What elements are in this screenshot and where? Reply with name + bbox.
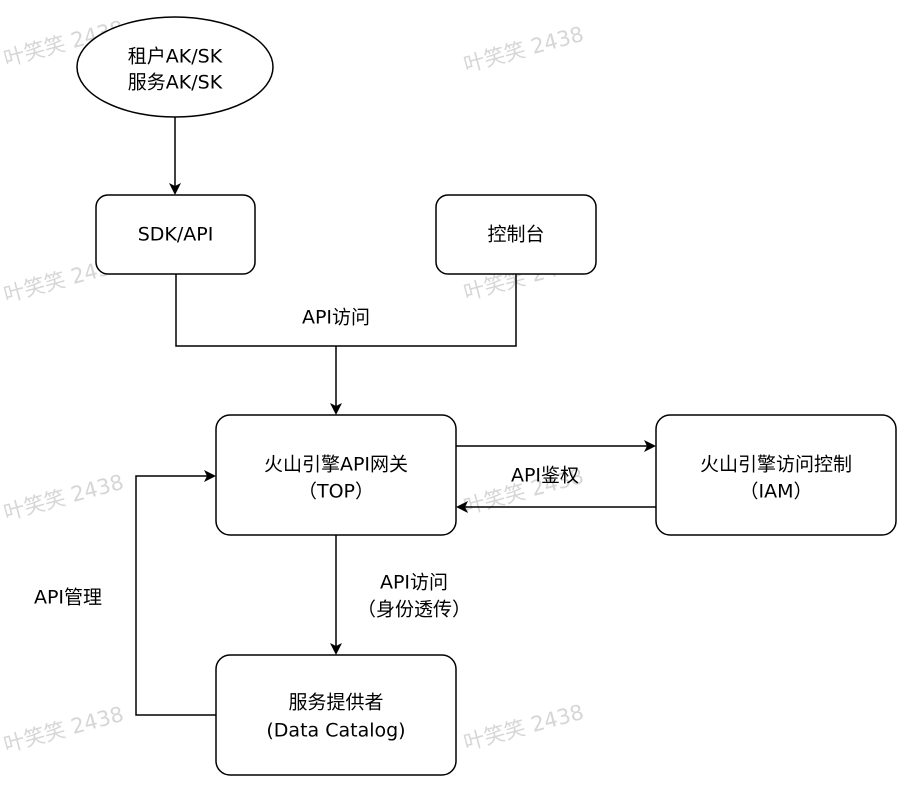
sdk-console-merge-line xyxy=(175,274,517,347)
api-access-bottom-label-line2: （身份透传） xyxy=(357,599,471,621)
provider-to-gateway-arrow xyxy=(135,470,216,716)
api-auth-label: API鉴权 xyxy=(511,465,579,487)
provider-line2: (Data Catalog) xyxy=(266,720,405,742)
api-access-bottom-label-line1: API访问 xyxy=(380,572,448,594)
provider-node xyxy=(215,654,457,776)
api-management-label: API管理 xyxy=(34,587,102,609)
gateway-line2: （TOP） xyxy=(298,481,374,503)
api-access-top-label: API访问 xyxy=(302,307,370,329)
sdk-api-label: SDK/API xyxy=(138,224,214,246)
iam-line1: 火山引擎访问控制 xyxy=(700,454,852,476)
provider-line1: 服务提供者 xyxy=(288,692,383,714)
tenant-credentials-line1: 租户AK/SK xyxy=(128,46,223,68)
iam-node xyxy=(655,414,897,536)
iam-line2: （IAM） xyxy=(740,481,813,503)
tenant-credentials-line2: 服务AK/SK xyxy=(128,72,223,94)
gateway-line1: 火山引擎API网关 xyxy=(264,454,408,476)
console-label: 控制台 xyxy=(487,224,544,246)
